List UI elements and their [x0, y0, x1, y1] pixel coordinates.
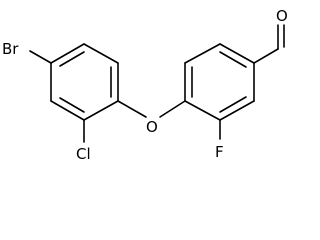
bond-ring2-double-3 — [219, 96, 247, 113]
bond-ring1-double-1 — [59, 51, 85, 67]
bond-o-c-right — [159, 100, 186, 118]
bond-c-cho — [253, 48, 279, 64]
bond-c-o-left — [117, 100, 147, 118]
structure-diagram: Br Cl O F O — [2, 7, 288, 163]
bond-ring1-e — [50, 100, 85, 121]
bond-ring1-b — [83, 43, 119, 64]
aldehyde-oxygen-label: O — [276, 7, 288, 25]
bond-ring1-a — [50, 43, 85, 64]
left-benzene-ring — [50, 43, 119, 121]
bond-c-br — [29, 50, 52, 64]
bond-ring2-e — [184, 100, 221, 121]
bond-ring2-double-2 — [219, 51, 247, 68]
bromine-label: Br — [2, 40, 19, 58]
bond-ring1-d — [83, 100, 119, 121]
fluorine-label: F — [215, 143, 224, 161]
right-benzene-ring — [184, 43, 255, 121]
bond-ring2-d — [219, 100, 255, 121]
bond-ring1-double-3 — [59, 97, 85, 113]
ether-oxygen-label: O — [146, 118, 158, 136]
bond-ring2-a — [184, 43, 221, 64]
chlorine-label: Cl — [76, 145, 91, 163]
bond-ring2-b — [219, 43, 255, 64]
